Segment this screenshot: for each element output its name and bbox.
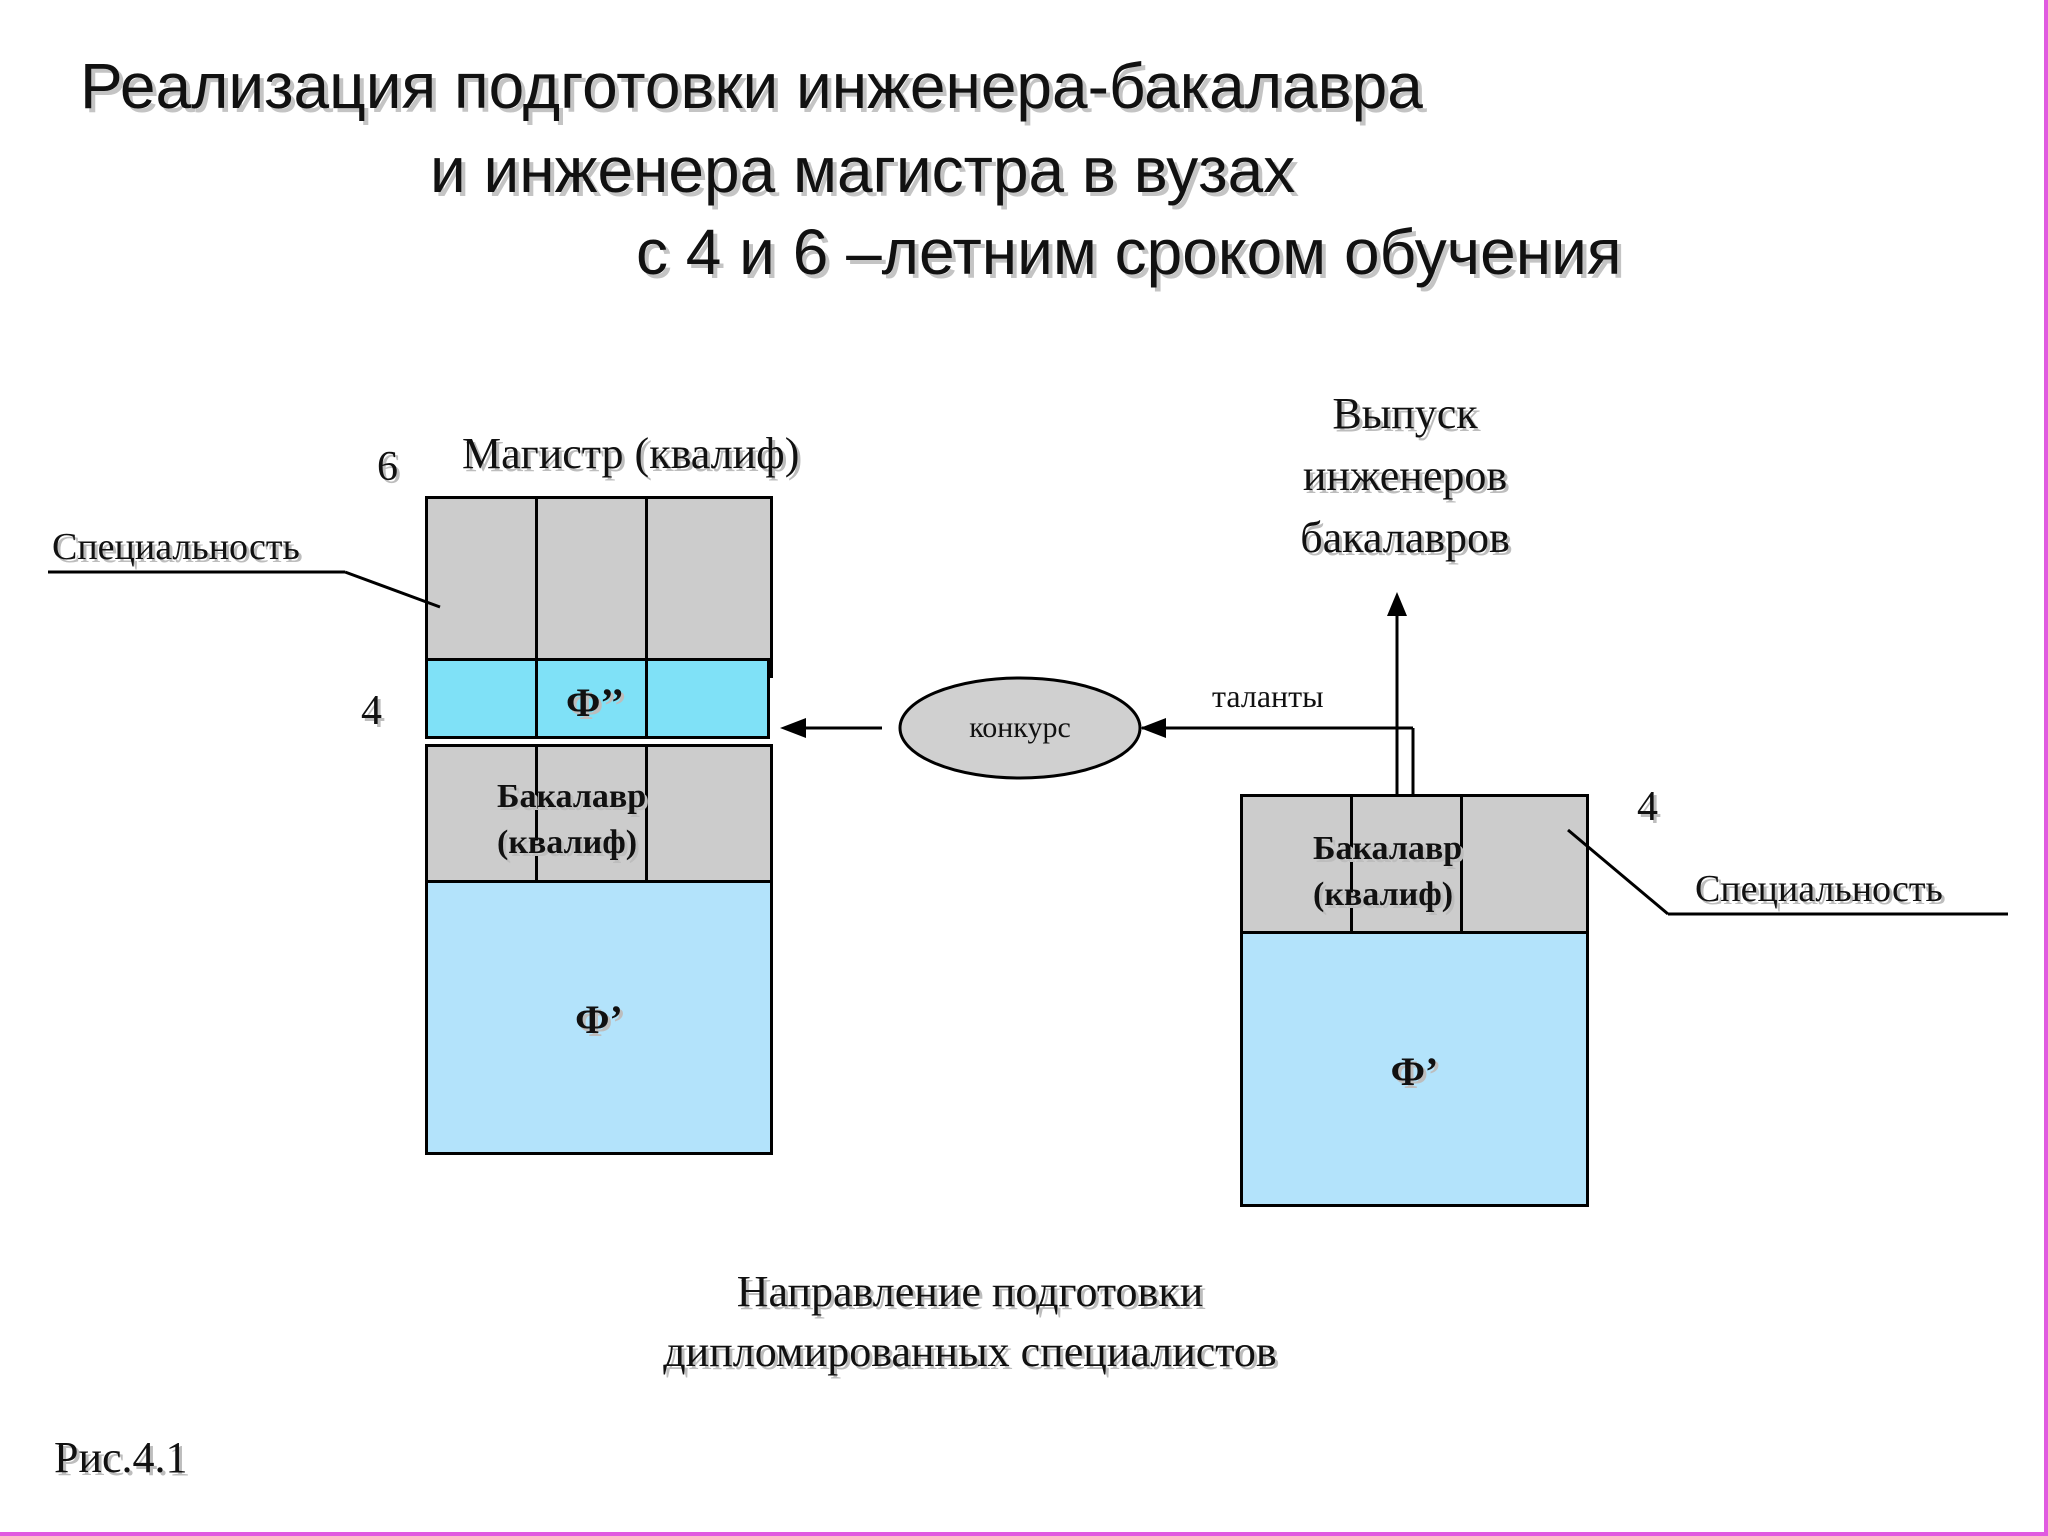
- right-bachelor-divider-1: [1350, 794, 1353, 933]
- contest-to-f2-arrowhead: [780, 718, 806, 738]
- output-arrowhead: [1387, 592, 1407, 616]
- output-line3: бакалавров: [1300, 513, 1510, 562]
- caption-line2: дипломированных специалистов: [663, 1327, 1277, 1376]
- left-specialty-leader: [344, 570, 441, 609]
- title-line-2: и инженера магистра в вузах: [430, 134, 1296, 206]
- talents-label: таланты: [1212, 678, 1324, 714]
- caption-line1: Направление подготовки: [736, 1267, 1204, 1316]
- right-specialty-label: Специальность: [1695, 868, 1943, 910]
- left-year-mid: 4: [361, 688, 382, 734]
- f2-block: [425, 658, 770, 739]
- magistr-label: Магистр (квалиф): [462, 429, 800, 478]
- right-bachelor-line1: Бакалавр: [1313, 830, 1463, 867]
- left-bachelor-line2: (квалиф): [497, 824, 638, 861]
- contest-label: конкурс: [969, 711, 1071, 744]
- left-year-top: 6: [377, 444, 398, 490]
- right-border: [2044, 0, 2048, 1536]
- figure-label: Рис.4.1: [54, 1433, 188, 1482]
- left-f1-block: [425, 880, 773, 1155]
- right-f1-block: [1240, 931, 1589, 1207]
- right-bachelor-block: [1240, 794, 1589, 935]
- talents-arrowhead: [1140, 718, 1166, 738]
- bottom-border: [0, 1532, 2048, 1536]
- left-magistr-edge-tick: [770, 656, 773, 678]
- right-bachelor-divider-2: [1460, 794, 1463, 933]
- f2-label: Ф’’: [565, 680, 625, 725]
- left-magistr-divider-2: [645, 496, 648, 739]
- title-line-3: с 4 и 6 –летним сроком обучения: [636, 216, 1622, 288]
- output-line1: Выпуск: [1332, 389, 1478, 438]
- left-bachelor-divider-2: [645, 744, 648, 882]
- right-f1-label: Ф’: [1390, 1049, 1439, 1094]
- right-bachelor-line2: (квалиф): [1313, 876, 1454, 913]
- left-specialty-label: Специальность: [52, 526, 300, 568]
- output-line2: инженеров: [1302, 451, 1508, 500]
- right-year: 4: [1637, 784, 1658, 830]
- left-f1-label: Ф’: [575, 997, 623, 1042]
- left-magistr-divider-1: [535, 496, 538, 739]
- title-line-1: Реализация подготовки инженера-бакалавра: [80, 50, 1423, 122]
- left-bachelor-divider-1: [535, 744, 538, 882]
- left-bachelor-line1: Бакалавр: [497, 778, 647, 815]
- right-specialty-leader: [1567, 828, 1669, 916]
